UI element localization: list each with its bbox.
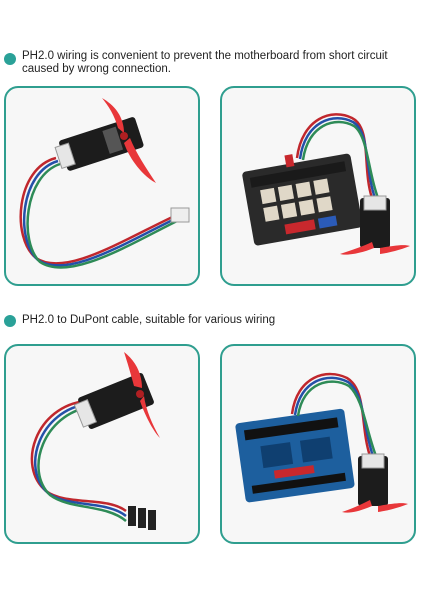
fan-module-with-cable-image — [19, 98, 190, 269]
fan-module-with-dupont-cable-image — [30, 352, 160, 530]
bullet-dot-icon — [4, 315, 16, 327]
bullet-dot-icon — [4, 53, 16, 65]
section-1-caption: PH2.0 wiring is convenient to prevent th… — [22, 50, 388, 75]
fan-module-on-controller-board-image — [235, 372, 408, 513]
section-2-caption: PH2.0 to DuPont cable, suitable for vari… — [22, 314, 276, 326]
fan-module-on-expansion-board-image — [242, 113, 410, 255]
photo-panel-board-connected — [220, 86, 416, 286]
photo-panel-module-wired — [4, 86, 200, 286]
photo-panel-controller-connected — [220, 344, 416, 544]
photo-panel-dupont-cable — [4, 344, 200, 544]
